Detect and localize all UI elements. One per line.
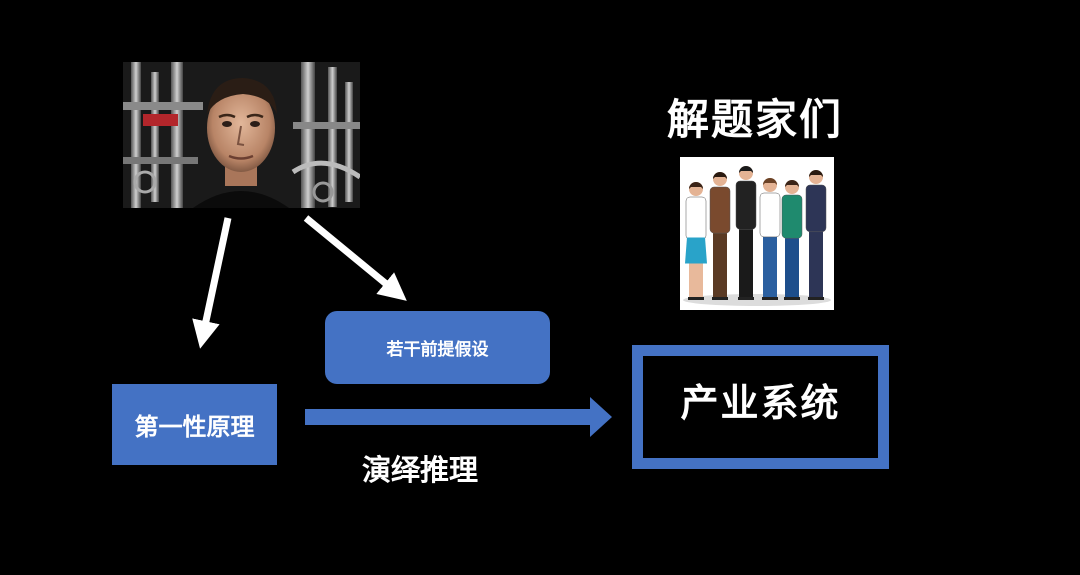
portrait-graphic: [123, 62, 360, 208]
first-principles-label: 第一性原理: [134, 413, 255, 441]
team-person: [805, 170, 827, 300]
arrow-portrait-to-assumptions: [303, 215, 407, 301]
industry-system-node: 产业系统: [632, 345, 889, 469]
arrow-deduction: [305, 397, 612, 437]
team-illustration: [680, 157, 834, 310]
team-person: [759, 178, 781, 300]
arrow-portrait-to-first-principles: [192, 217, 232, 349]
assumptions-node: 若干前提假设: [325, 311, 550, 384]
team-person: [735, 166, 757, 300]
team-person: [709, 172, 731, 300]
team-person: [781, 180, 803, 300]
solvers-title: 解题家们: [666, 95, 843, 144]
industry-system-label: 产业系统: [680, 380, 841, 425]
portrait-photo: [123, 62, 360, 208]
team-person: [685, 182, 707, 300]
assumptions-label: 若干前提假设: [386, 340, 489, 360]
team-graphic: [683, 166, 831, 306]
deduction-label: 演绎推理: [361, 453, 478, 487]
first-principles-node: 第一性原理: [112, 384, 277, 465]
